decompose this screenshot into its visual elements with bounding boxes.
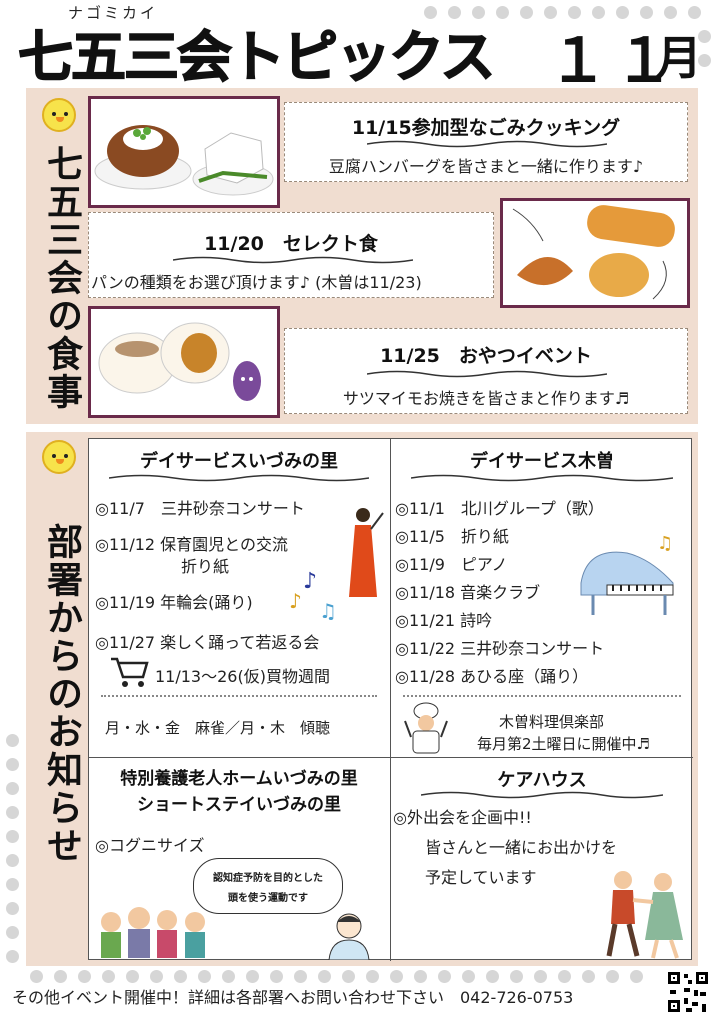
decorative-vine — [367, 140, 607, 148]
event-card-select-meal: 11/20 セレクト食 パンの種類をお選び頂けます♪ (木曽は11/23) — [88, 212, 494, 298]
title-ruby: ナゴミカイ — [68, 4, 159, 22]
chick-icon — [42, 440, 76, 474]
cell-title: デイサービス木曽 — [470, 451, 614, 472]
weekly-activities: 月・水・金 麻雀／月・木 傾聴 — [105, 719, 331, 737]
carehouse-line: ◎外出会を企画中!! — [393, 808, 532, 827]
decorative-vine — [421, 791, 663, 799]
izumi-day-service: デイサービスいづみの里 ◎11/7 三井砂奈コンサート ◎11/12 保育園児と… — [89, 439, 389, 757]
decorative-vine — [109, 474, 369, 482]
singer-icon — [349, 508, 384, 597]
decorative-vine — [173, 256, 413, 264]
piano-icon — [580, 551, 674, 615]
carehouse-line: 予定しています — [425, 868, 537, 887]
schedule-item: ◎11/7 三井砂奈コンサート — [95, 499, 305, 518]
music-note-icon: ♫ — [319, 599, 337, 623]
schedule-item: ◎11/18 音楽クラブ — [395, 583, 541, 602]
department-grid: デイサービスいづみの里 ◎11/7 三井砂奈コンサート ◎11/12 保育園児と… — [88, 438, 693, 961]
music-note-icon: ♫ — [657, 533, 674, 554]
schedule-item: ◎11/19 年輪会(踊り) — [95, 593, 253, 612]
title-month-number: １１ — [548, 26, 680, 96]
title-month-suffix: 月 — [656, 31, 702, 85]
cell-title: ケアハウス — [497, 770, 587, 791]
event-title: 11/20 セレクト食 — [204, 233, 378, 255]
event-description: パンの種類をお選び頂けます♪ (木曽は11/23) — [91, 273, 422, 292]
schedule-item: ◎11/22 三井砂奈コンサート — [395, 639, 605, 658]
bubble-line: 認知症予防を目的とした — [213, 873, 323, 884]
cell-title: ショートステイいづみの里 — [137, 795, 341, 815]
oyaki-image — [88, 306, 280, 418]
bubble-line: 頭を使う運動です — [228, 893, 308, 904]
chick-icon — [42, 98, 76, 132]
cell-title: 特別養護老人ホームいづみの里 — [120, 769, 358, 789]
event-title: 11/15参加型なごみクッキング — [351, 117, 621, 139]
care-house: ケアハウス ◎外出会を企画中!! 皆さんと一緒にお出かけを 予定しています — [391, 758, 693, 961]
page-title: 七五三会トピックス — [17, 24, 496, 90]
seniors-group-icon — [101, 907, 205, 958]
schedule-item: ◎11/28 あひる座（踊り） — [395, 667, 589, 686]
food-section-label: 七五三会の食事 — [41, 145, 82, 411]
cooking-club-schedule: 毎月第2土曜日に開催中♬ — [477, 735, 650, 753]
carehouse-line: 皆さんと一緒にお出かけを — [425, 838, 618, 857]
speech-bubble: 認知症予防を目的とした 頭を使う運動です — [193, 858, 343, 914]
decorative-vine — [411, 474, 673, 482]
food-section: 七五三会の食事 11/15参加型なごみクッキング 豆腐ハンバーグを皆さまと一緒に… — [26, 88, 698, 424]
schedule-item: ◎11/27 楽しく踊って若返る会 — [95, 633, 320, 652]
dancing-couple-icon — [606, 871, 683, 959]
shopping-week: 11/13～26(仮)買物週間 — [155, 667, 330, 686]
nursing-home: 特別養護老人ホームいづみの里 ショートステイいづみの里 ◎コグニサイズ 認知症予… — [89, 758, 389, 961]
event-description: サツマイモお焼きを皆さまと作ります♬ — [342, 389, 630, 408]
schedule-item: ◎11/12 保育園児との交流 — [95, 535, 288, 554]
schedule-item: ◎11/5 折り紙 — [395, 527, 509, 546]
chef-icon — [404, 702, 448, 754]
event-card-cooking: 11/15参加型なごみクッキング 豆腐ハンバーグを皆さまと一緒に作ります♪ — [284, 102, 688, 182]
activity-item: ◎コグニサイズ — [95, 836, 205, 855]
cell-title: デイサービスいづみの里 — [140, 451, 338, 472]
bread-image — [500, 198, 690, 308]
event-description: 豆腐ハンバーグを皆さまと一緒に作ります♪ — [328, 157, 644, 176]
music-note-icon: ♪ — [289, 589, 302, 613]
department-section-label: 部署からのお知らせ — [41, 523, 82, 865]
qr-code-icon[interactable] — [666, 970, 710, 1014]
person-speaker-icon — [328, 913, 370, 960]
hamburg-image — [88, 96, 280, 208]
schedule-item: ◎11/21 詩吟 — [395, 611, 493, 630]
department-section: 部署からのお知らせ デイサービスいづみの里 ◎11/7 三井砂奈コンサート ◎1… — [26, 432, 698, 966]
schedule-item: ◎11/1 北川グループ（歌） — [395, 499, 604, 518]
event-title: 11/25 おやつイベント — [380, 345, 592, 367]
event-card-snack: 11/25 おやつイベント サツマイモお焼きを皆さまと作ります♬ — [284, 328, 688, 414]
cooking-club-name: 木曽料理倶楽部 — [499, 713, 605, 731]
footer-contact: その他イベント開催中！詳細は各部署へお問い合わせ下さい 042-726-0753 — [12, 988, 574, 1007]
shopping-cart-icon — [111, 657, 149, 687]
kiso-day-service: デイサービス木曽 ◎11/1 北川グループ（歌） ◎11/5 折り紙 ◎11/9… — [391, 439, 693, 757]
schedule-item: ◎11/9 ピアノ — [395, 555, 508, 574]
schedule-item-continued: 折り紙 — [181, 557, 230, 576]
decorative-vine — [367, 370, 607, 378]
music-note-icon: ♪ — [303, 569, 318, 594]
